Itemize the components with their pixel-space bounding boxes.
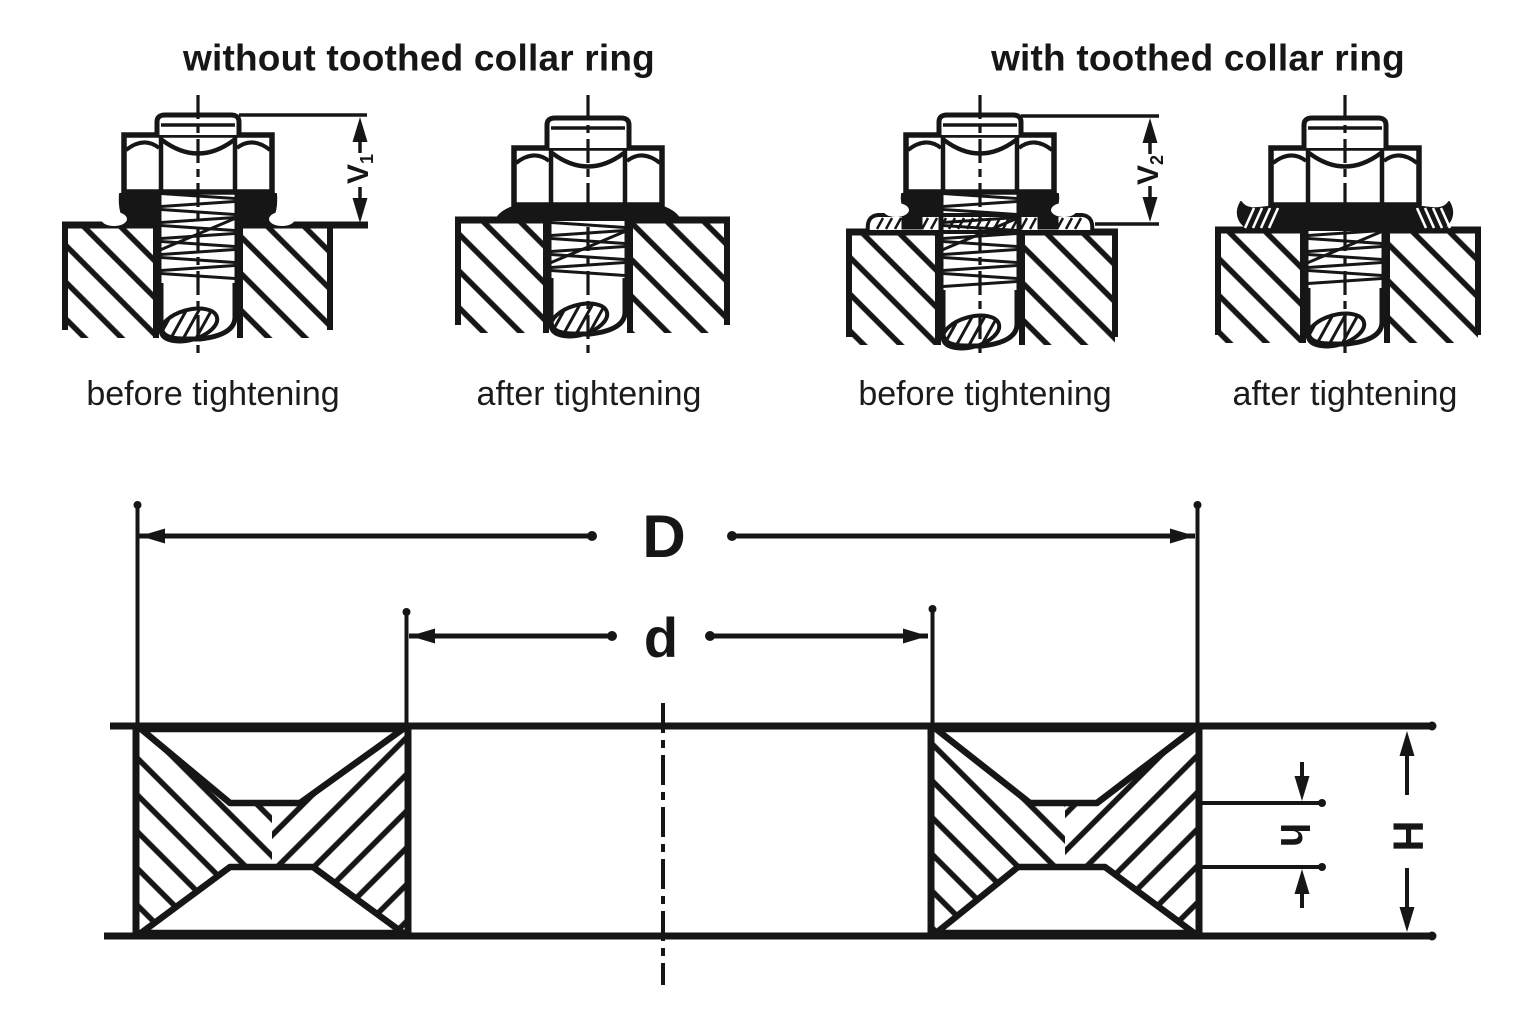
dim-label-v2: V2 <box>1131 154 1168 186</box>
dim-label-v1-sub: 1 <box>357 153 378 164</box>
dim-label-v1-main: V <box>341 164 375 185</box>
dim-label-outer-diameter: D <box>642 503 686 570</box>
caption-before-tightening-1: before tightening <box>86 375 340 413</box>
heading-with-collar: with toothed collar ring <box>991 37 1405 79</box>
dim-label-v2-main: V <box>1131 165 1165 186</box>
dim-label-overall-height: H <box>1383 820 1432 852</box>
dim-label-v1: V1 <box>341 153 378 185</box>
caption-before-tightening-2: before tightening <box>858 375 1112 413</box>
dim-label-inner-diameter: d <box>643 606 679 669</box>
caption-after-tightening-2: after tightening <box>1232 375 1458 413</box>
dim-label-v2-sub: 2 <box>1147 154 1168 165</box>
heading-without-collar: without toothed collar ring <box>183 37 655 79</box>
caption-after-tightening-1: after tightening <box>476 375 702 413</box>
dim-label-cone-height: h <box>1272 822 1316 848</box>
